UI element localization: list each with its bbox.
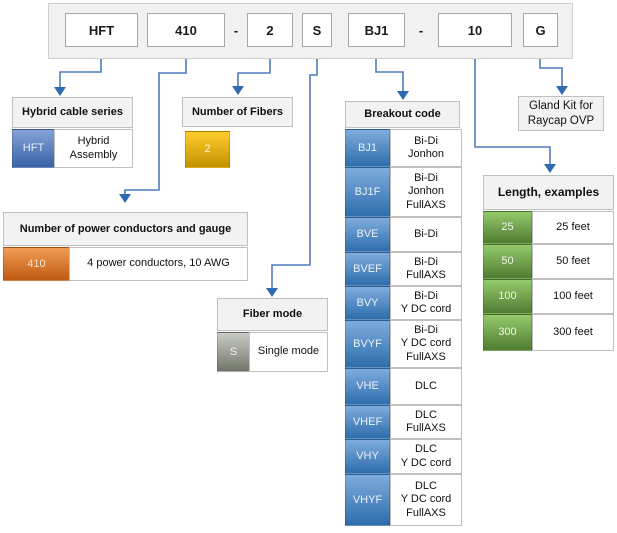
- length-desc-cell: 100 feet: [532, 279, 614, 314]
- hybrid-series-code-cell: HFT: [12, 129, 55, 168]
- breakout-code-cell: BJ1F: [345, 167, 390, 217]
- breakout-header: Breakout code: [345, 101, 460, 128]
- connector-410: [124, 47, 187, 195]
- arrowhead-bj1: [397, 91, 409, 100]
- breakout-code-cell: VHEF: [345, 405, 390, 439]
- code-box-hft: HFT: [65, 13, 138, 47]
- breakout-desc-cell: DLC Y DC cord FullAXS: [390, 474, 462, 526]
- code-box-s: S: [302, 13, 332, 47]
- breakout-code-cell: VHE: [345, 368, 390, 405]
- fiber-mode-code-cell: S: [217, 332, 250, 372]
- arrowhead-s: [266, 288, 278, 297]
- breakout-desc-cell: Bi-Di Y DC cord FullAXS: [390, 320, 462, 368]
- code-box-g: G: [523, 13, 558, 47]
- fiber-mode-desc-cell: Single mode: [249, 332, 328, 372]
- code-dash-2: -: [418, 22, 424, 38]
- arrowhead-2: [232, 86, 244, 95]
- breakout-desc-cell: Bi-Di Y DC cord: [390, 286, 462, 320]
- breakout-desc-cell: Bi-Di Jonhon: [390, 129, 462, 167]
- arrowhead-410: [119, 194, 131, 203]
- breakout-code-cell: VHY: [345, 439, 390, 474]
- hybrid-series-header: Hybrid cable series: [12, 97, 133, 128]
- breakout-desc-cell: DLC FullAXS: [390, 405, 462, 439]
- length-header: Length, examples: [483, 175, 614, 210]
- length-code-cell: 25: [483, 211, 532, 244]
- code-box-2: 2: [247, 13, 293, 47]
- arrowhead-hft: [54, 87, 66, 96]
- length-desc-cell: 50 feet: [532, 244, 614, 279]
- breakout-code-cell: BVYF: [345, 320, 390, 368]
- length-code-cell: 50: [483, 244, 532, 279]
- breakout-code-cell: BVY: [345, 286, 390, 320]
- code-box-410: 410: [147, 13, 225, 47]
- breakout-desc-cell: DLC Y DC cord: [390, 439, 462, 474]
- fiber-mode-header: Fiber mode: [217, 298, 328, 331]
- code-box-bj1: BJ1: [348, 13, 405, 47]
- length-desc-cell: 25 feet: [532, 211, 614, 244]
- breakout-desc-cell: Bi-Di: [390, 217, 462, 252]
- arrowhead-10: [544, 164, 556, 173]
- hybrid-series-desc-cell: Hybrid Assembly: [54, 129, 133, 168]
- arrowhead-g: [556, 86, 568, 95]
- connector-s: [271, 47, 318, 289]
- length-desc-cell: 300 feet: [532, 314, 614, 351]
- code-box-10: 10: [438, 13, 512, 47]
- gland-kit-note: Gland Kit for Raycap OVP: [518, 96, 604, 131]
- length-code-cell: 300: [483, 314, 532, 351]
- length-code-cell: 100: [483, 279, 532, 314]
- breakout-code-cell: VHYF: [345, 474, 390, 526]
- breakout-code-cell: BJ1: [345, 129, 390, 167]
- breakout-desc-cell: DLC: [390, 368, 462, 405]
- breakout-code-cell: BVEF: [345, 252, 390, 286]
- power-conductors-desc-cell: 4 power conductors, 10 AWG: [69, 247, 248, 281]
- fibers-header: Number of Fibers: [182, 97, 293, 127]
- breakout-desc-cell: Bi-Di Jonhon FullAXS: [390, 167, 462, 217]
- power-conductors-code-cell: 410: [3, 247, 70, 281]
- power-conductors-header: Number of power conductors and gauge: [3, 212, 248, 246]
- breakout-code-cell: BVE: [345, 217, 390, 252]
- breakout-desc-cell: Bi-Di FullAXS: [390, 252, 462, 286]
- fibers-code-cell: 2: [185, 131, 230, 168]
- code-dash-1: -: [233, 22, 239, 38]
